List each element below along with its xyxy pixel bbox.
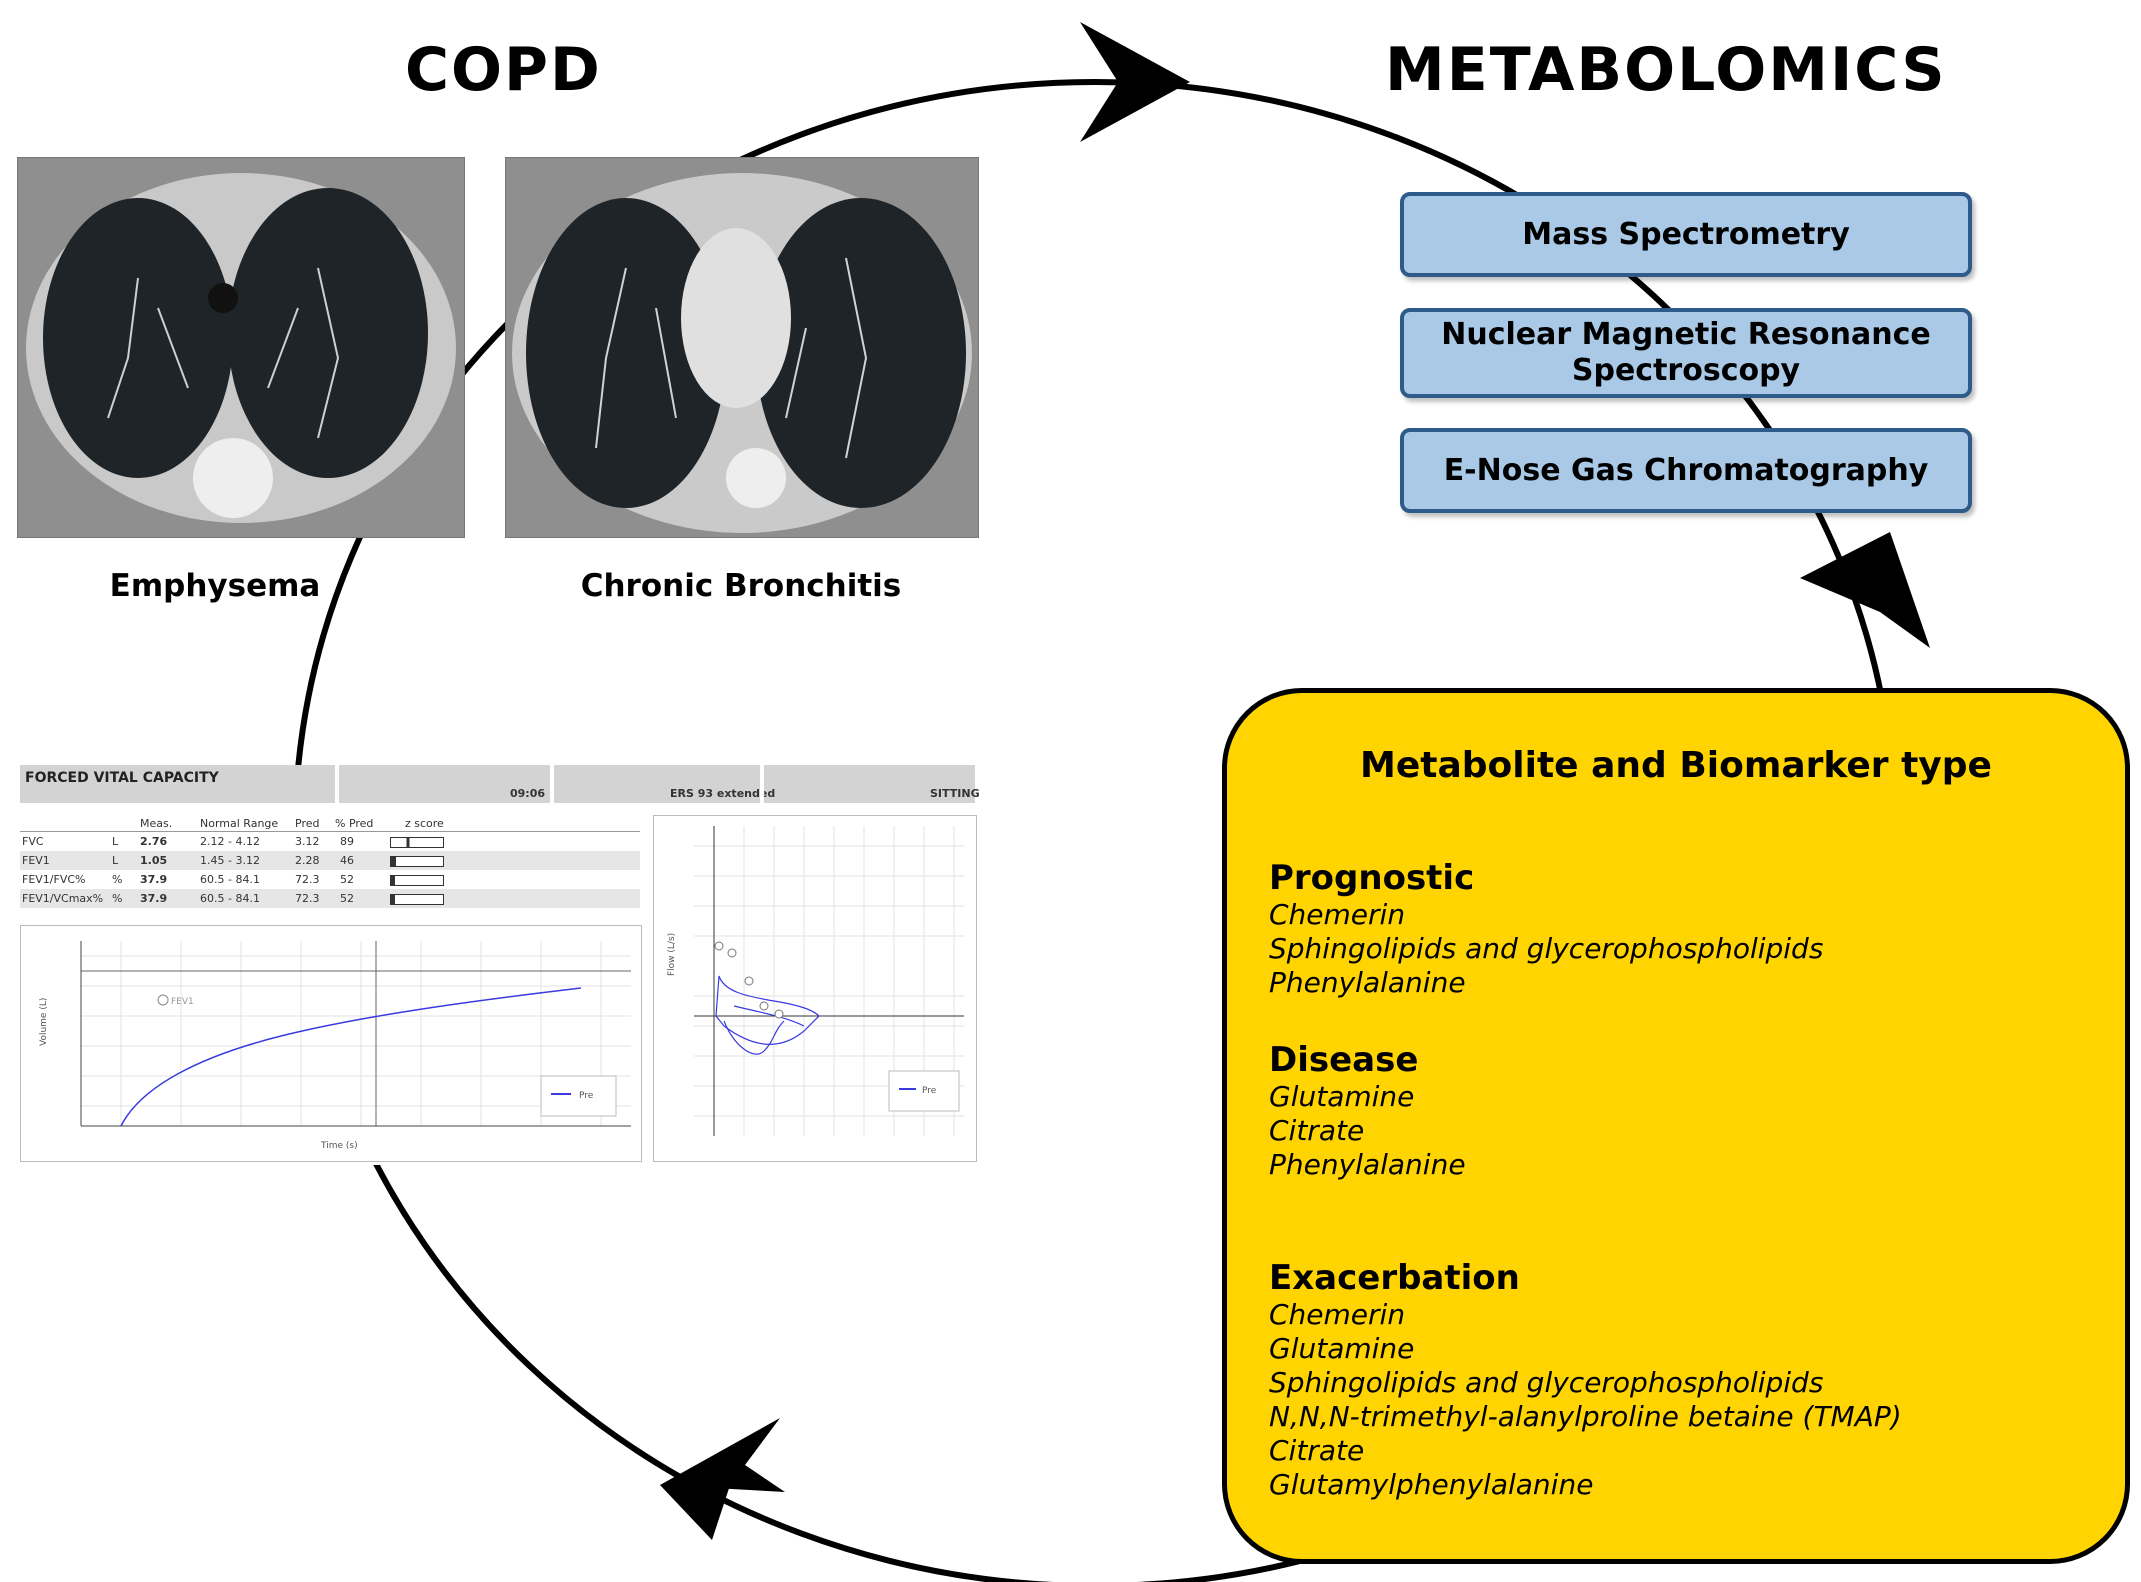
metabolomics-heading: METABOLOMICS <box>1385 35 1947 105</box>
section-disease: Disease Glutamine Citrate Phenylalanine <box>1269 1040 1466 1182</box>
zscore-bar <box>390 856 444 867</box>
annotation-fev1: FEV1 <box>171 997 194 1007</box>
table-row: FEV1 L 1.05 1.45 - 3.12 2.28 46 <box>20 851 640 870</box>
arrow-left-icon <box>660 1418 785 1492</box>
zscore-bar <box>390 875 444 886</box>
table-header: Meas. Normal Range Pred % Pred z score <box>20 817 640 832</box>
list-item: Chemerin <box>1269 1298 1406 1331</box>
spirometry-title: FORCED VITAL CAPACITY <box>25 770 219 786</box>
table-row: FEV1/VCmax% % 37.9 60.5 - 84.1 72.3 52 <box>20 889 640 908</box>
spirometry-report: FORCED VITAL CAPACITY 09:06 ERS 93 exten… <box>20 765 980 1165</box>
list-item: Sphingolipids and glycerophospholipids <box>1269 1366 1824 1399</box>
copd-heading: COPD <box>405 35 602 105</box>
table-row: FEV1/FVC% % 37.9 60.5 - 84.1 72.3 52 <box>20 870 640 889</box>
list-item: Glutamylphenylalanine <box>1269 1468 1594 1501</box>
section-title: Exacerbation <box>1269 1258 1520 1298</box>
chronic-bronchitis-caption: Chronic Bronchitis <box>580 568 902 604</box>
list-item: Glutamine <box>1269 1332 1415 1365</box>
measurement-table: Meas. Normal Range Pred % Pred z score F… <box>20 817 640 908</box>
header-value-standard: ERS 93 extended <box>670 787 776 800</box>
column-header: % Pred <box>335 817 374 830</box>
section-title: Disease <box>1269 1040 1419 1080</box>
list-item: Citrate <box>1269 1434 1365 1467</box>
zscore-bar <box>390 894 444 905</box>
method-enose-gc: E-Nose Gas Chromatography <box>1400 428 1972 513</box>
biomarker-box: Metabolite and Biomarker type Prognostic… <box>1222 688 2130 1564</box>
list-item: Phenylalanine <box>1269 966 1466 999</box>
column-header: z score <box>405 817 444 830</box>
chronic-bronchitis-ct-image <box>505 157 979 538</box>
table-row: FVC L 2.76 2.12 - 4.12 3.12 89 <box>20 832 640 851</box>
column-header: Meas. <box>140 817 173 830</box>
method-nmr-spectroscopy: Nuclear Magnetic Resonance Spectroscopy <box>1400 308 1972 398</box>
header-value-time: 09:06 <box>510 787 546 800</box>
list-item: Sphingolipids and glycerophospholipids <box>1269 932 1824 965</box>
list-item: Glutamine <box>1269 1080 1415 1113</box>
y-axis-label: Flow (L/s) <box>667 933 677 976</box>
list-item: N,N,N-trimethyl-alanylproline betaine (T… <box>1269 1400 1902 1433</box>
x-axis-label: Time (s) <box>320 1141 358 1151</box>
emphysema-ct-image <box>17 157 465 538</box>
section-prognostic: Prognostic Chemerin Sphingolipids and gl… <box>1269 858 1823 1000</box>
method-mass-spectrometry: Mass Spectrometry <box>1400 192 1972 277</box>
column-header: Pred <box>295 817 320 830</box>
biomarker-box-title: Metabolite and Biomarker type <box>1360 745 1992 786</box>
list-item: Chemerin <box>1269 898 1406 931</box>
header-value-position: SITTING <box>930 787 980 800</box>
flow-volume-chart: Pre Flow (L/s) <box>653 815 977 1162</box>
section-title: Prognostic <box>1269 858 1475 898</box>
zscore-bar <box>390 837 444 848</box>
arrow-down-icon <box>1800 532 1930 648</box>
arrow-right-icon <box>1080 22 1190 142</box>
y-axis-label: Volume (L) <box>39 998 49 1046</box>
list-item: Citrate <box>1269 1114 1365 1147</box>
volume-time-chart: FEV1 Pre Time (s) Volume (L) <box>20 925 642 1162</box>
list-item: Phenylalanine <box>1269 1148 1466 1181</box>
legend-label: Pre <box>579 1091 594 1101</box>
section-exacerbation: Exacerbation Chemerin Glutamine Sphingol… <box>1269 1258 1902 1502</box>
emphysema-caption: Emphysema <box>109 568 321 604</box>
column-header: Normal Range <box>200 817 279 830</box>
legend-label: Pre <box>922 1086 937 1096</box>
spirometry-header: FORCED VITAL CAPACITY 09:06 ERS 93 exten… <box>20 765 980 803</box>
